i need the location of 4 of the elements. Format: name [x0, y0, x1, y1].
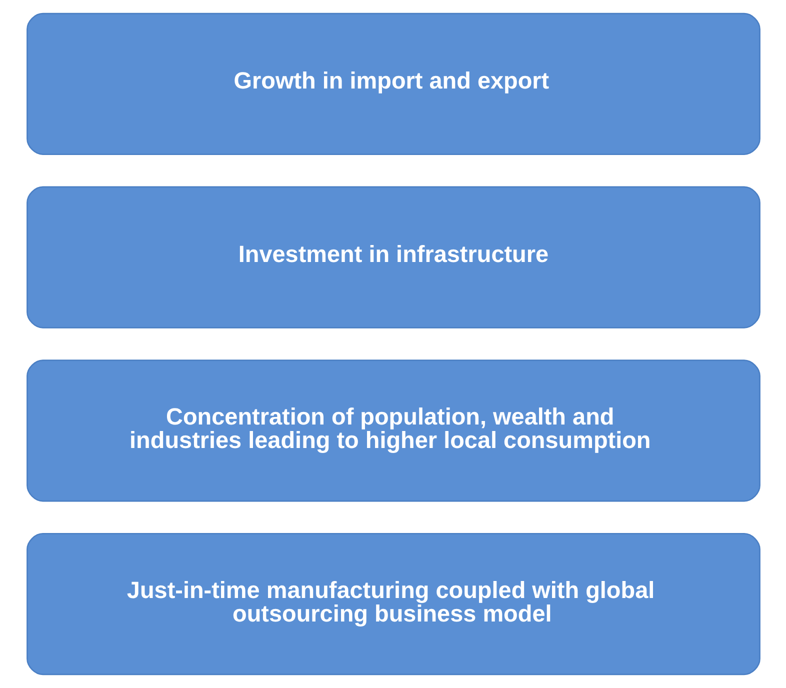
node-box: Growth in import and export: [26, 12, 760, 155]
node-box: Investment in infrastructure: [26, 186, 760, 328]
node-box: Concentration of population, wealth and industries leading to higher local consumption: [26, 360, 760, 502]
node-box: Just-in-time manufacturing coupled with global outsourcing business model: [26, 533, 760, 676]
